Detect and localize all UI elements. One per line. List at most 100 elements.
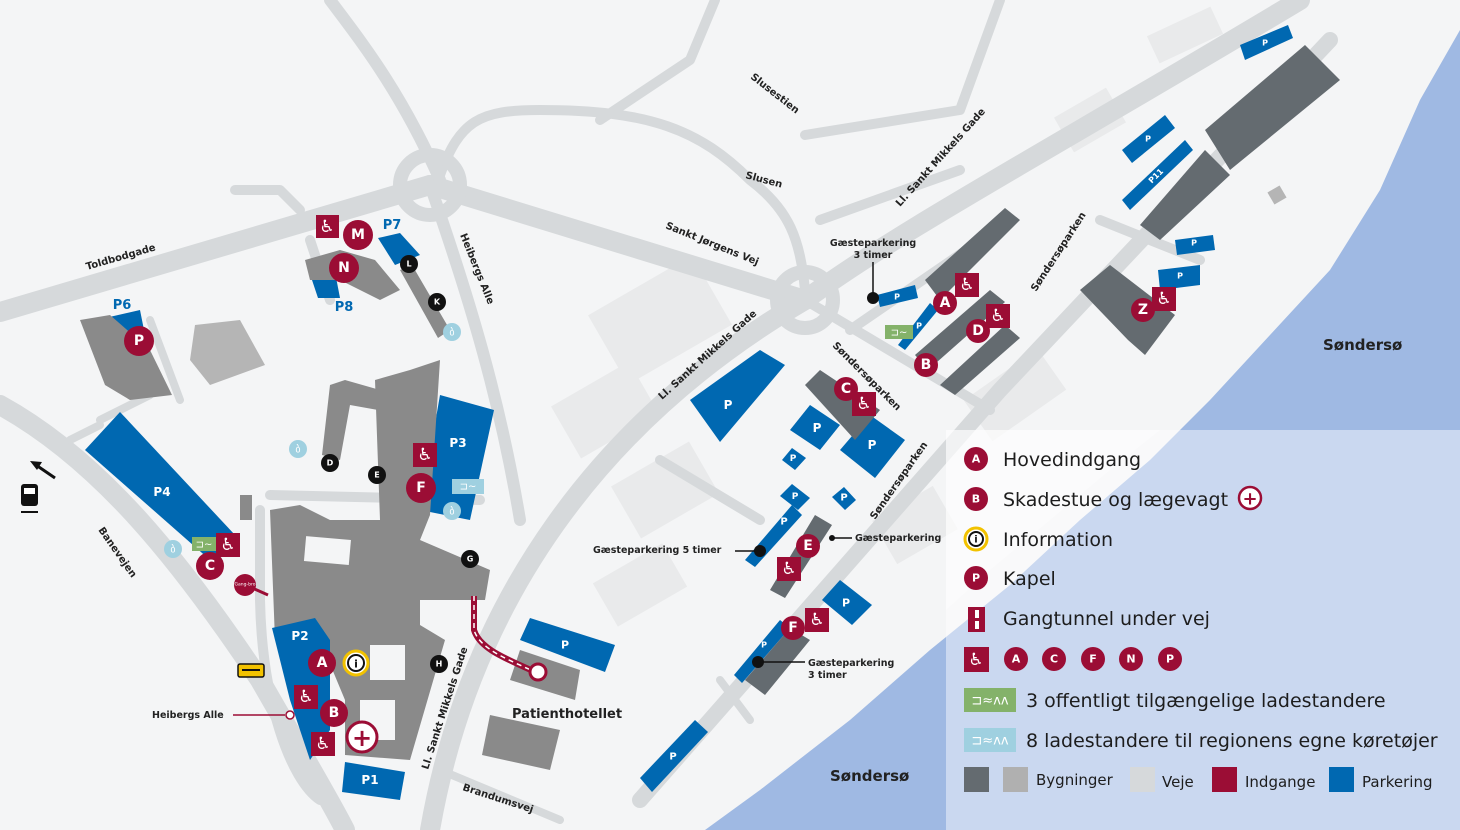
legend-tunnel: Gangtunnel under vej	[1003, 608, 1210, 630]
legend-roads: Veje	[1162, 773, 1194, 791]
map-shape	[66, 421, 104, 444]
map-shape: E	[374, 471, 379, 480]
entrance-a-east[interactable]: A	[933, 291, 957, 315]
entrance-c-main[interactable]: C	[196, 552, 224, 580]
parking-label: P	[1177, 272, 1183, 281]
map-shape	[428, 293, 446, 311]
legend-buildings: Bygninger	[1036, 771, 1114, 789]
entrance-m[interactable]: M	[343, 220, 373, 250]
map-shape	[915, 290, 1005, 370]
entrance-p-chapel[interactable]: P	[124, 326, 154, 356]
parking-lot	[822, 580, 872, 625]
map-shape	[443, 502, 461, 520]
map-shape: ♿	[959, 275, 974, 295]
parking-label: P	[790, 454, 797, 464]
wheelchair-icon: ♿	[1152, 287, 1176, 311]
parking-lot	[520, 618, 615, 672]
map-shape	[781, 616, 805, 640]
map-shape	[322, 380, 380, 460]
map-shape: Gæsteparkering 5 timer	[593, 545, 722, 556]
info-icon[interactable]: i	[342, 649, 370, 677]
bicycle-icon: ბ	[443, 323, 461, 341]
wheelchair-icon: ♿	[294, 685, 318, 709]
entrance-b-main[interactable]: B	[320, 699, 348, 727]
map-shape	[592, 543, 688, 627]
entrance-d-east[interactable]: D	[966, 319, 990, 343]
parking-p4	[85, 412, 235, 560]
map-shape	[96, 391, 154, 424]
entrance-b-east[interactable]: B	[914, 353, 938, 377]
wheelchair-icon: ♿	[311, 732, 335, 756]
map-shape: 3 timer	[808, 670, 847, 681]
map-shape	[946, 430, 1160, 610]
building-code-e: E	[368, 466, 386, 484]
entrance-z[interactable]: Z	[1131, 298, 1155, 322]
map-shape: D	[327, 459, 334, 468]
map-shape	[1042, 647, 1066, 671]
map-shape	[655, 455, 765, 525]
entrance-f-east[interactable]: F	[781, 616, 805, 640]
map-shape: ♿	[990, 306, 1005, 326]
map-shape: P	[134, 333, 144, 349]
parking-label: P	[724, 398, 733, 412]
map-shape	[124, 326, 154, 356]
map-shape	[1205, 45, 1340, 170]
map-shape: C	[1050, 653, 1058, 666]
parking-label-p3: P3	[449, 436, 466, 450]
map-shape: ♿	[417, 445, 432, 465]
map-shape	[216, 533, 240, 557]
entrance-f-main[interactable]: F	[406, 473, 436, 503]
parking-label-p1: P1	[361, 773, 378, 787]
map-shape	[805, 370, 880, 440]
parking-label: P	[840, 493, 847, 504]
map-shape	[963, 348, 1067, 442]
map-shape	[80, 315, 172, 400]
train-icon	[21, 484, 38, 513]
map-shape	[852, 392, 876, 416]
map-shape	[400, 255, 418, 273]
map-shape	[800, 295, 995, 415]
map-shape: 3 timer	[854, 250, 893, 261]
charger-icon: ⊐~	[885, 325, 913, 339]
map-shape	[370, 645, 405, 680]
legend-emergency: Skadestue og lægevagt	[1003, 489, 1228, 511]
parking-guest-3h-bottom	[734, 620, 790, 683]
map-shape	[815, 165, 965, 225]
map-shape	[925, 208, 1020, 300]
parking-p1	[342, 762, 405, 800]
first-aid-icon[interactable]: +	[345, 720, 379, 754]
parking-lot	[640, 720, 708, 792]
map-shape	[146, 316, 184, 404]
map-shape	[413, 443, 437, 467]
map-shape	[1081, 647, 1105, 671]
lake-label-south: Søndersø	[830, 767, 909, 785]
map-shape: ♿	[315, 734, 330, 754]
parking-label: P	[1145, 135, 1151, 144]
building-codes: D E G H L K	[321, 255, 479, 673]
legend-swatch-building-dark	[964, 767, 989, 792]
entrance-a-main[interactable]: A	[308, 649, 336, 677]
map-shape: Gæsteparkering	[855, 533, 941, 544]
map-shape: Gæsteparkering	[830, 238, 916, 249]
street-banevejen: Banevejen	[96, 525, 139, 580]
map-shape	[321, 454, 339, 472]
legend-parking: Parkering	[1362, 773, 1432, 791]
map-shape	[234, 574, 256, 596]
wheelchair-icon: ♿	[777, 557, 801, 581]
map-shape	[1158, 647, 1182, 671]
map-shape	[316, 215, 339, 238]
map-shape	[24, 488, 35, 494]
entrance-e-east[interactable]: E	[796, 534, 820, 558]
patienthotel-marker[interactable]	[528, 662, 548, 682]
map-shape	[420, 175, 815, 310]
map-shape: A	[317, 655, 328, 671]
parking-label: P	[761, 641, 767, 650]
map-shape	[255, 505, 325, 805]
wheelchair-icon: ♿	[216, 533, 240, 557]
street-slusestien: Slusestien	[748, 72, 801, 117]
entrance-n[interactable]: N	[329, 253, 359, 283]
map-shape	[796, 534, 820, 558]
parking-lot	[832, 487, 856, 510]
building-code-g: G	[461, 550, 479, 568]
